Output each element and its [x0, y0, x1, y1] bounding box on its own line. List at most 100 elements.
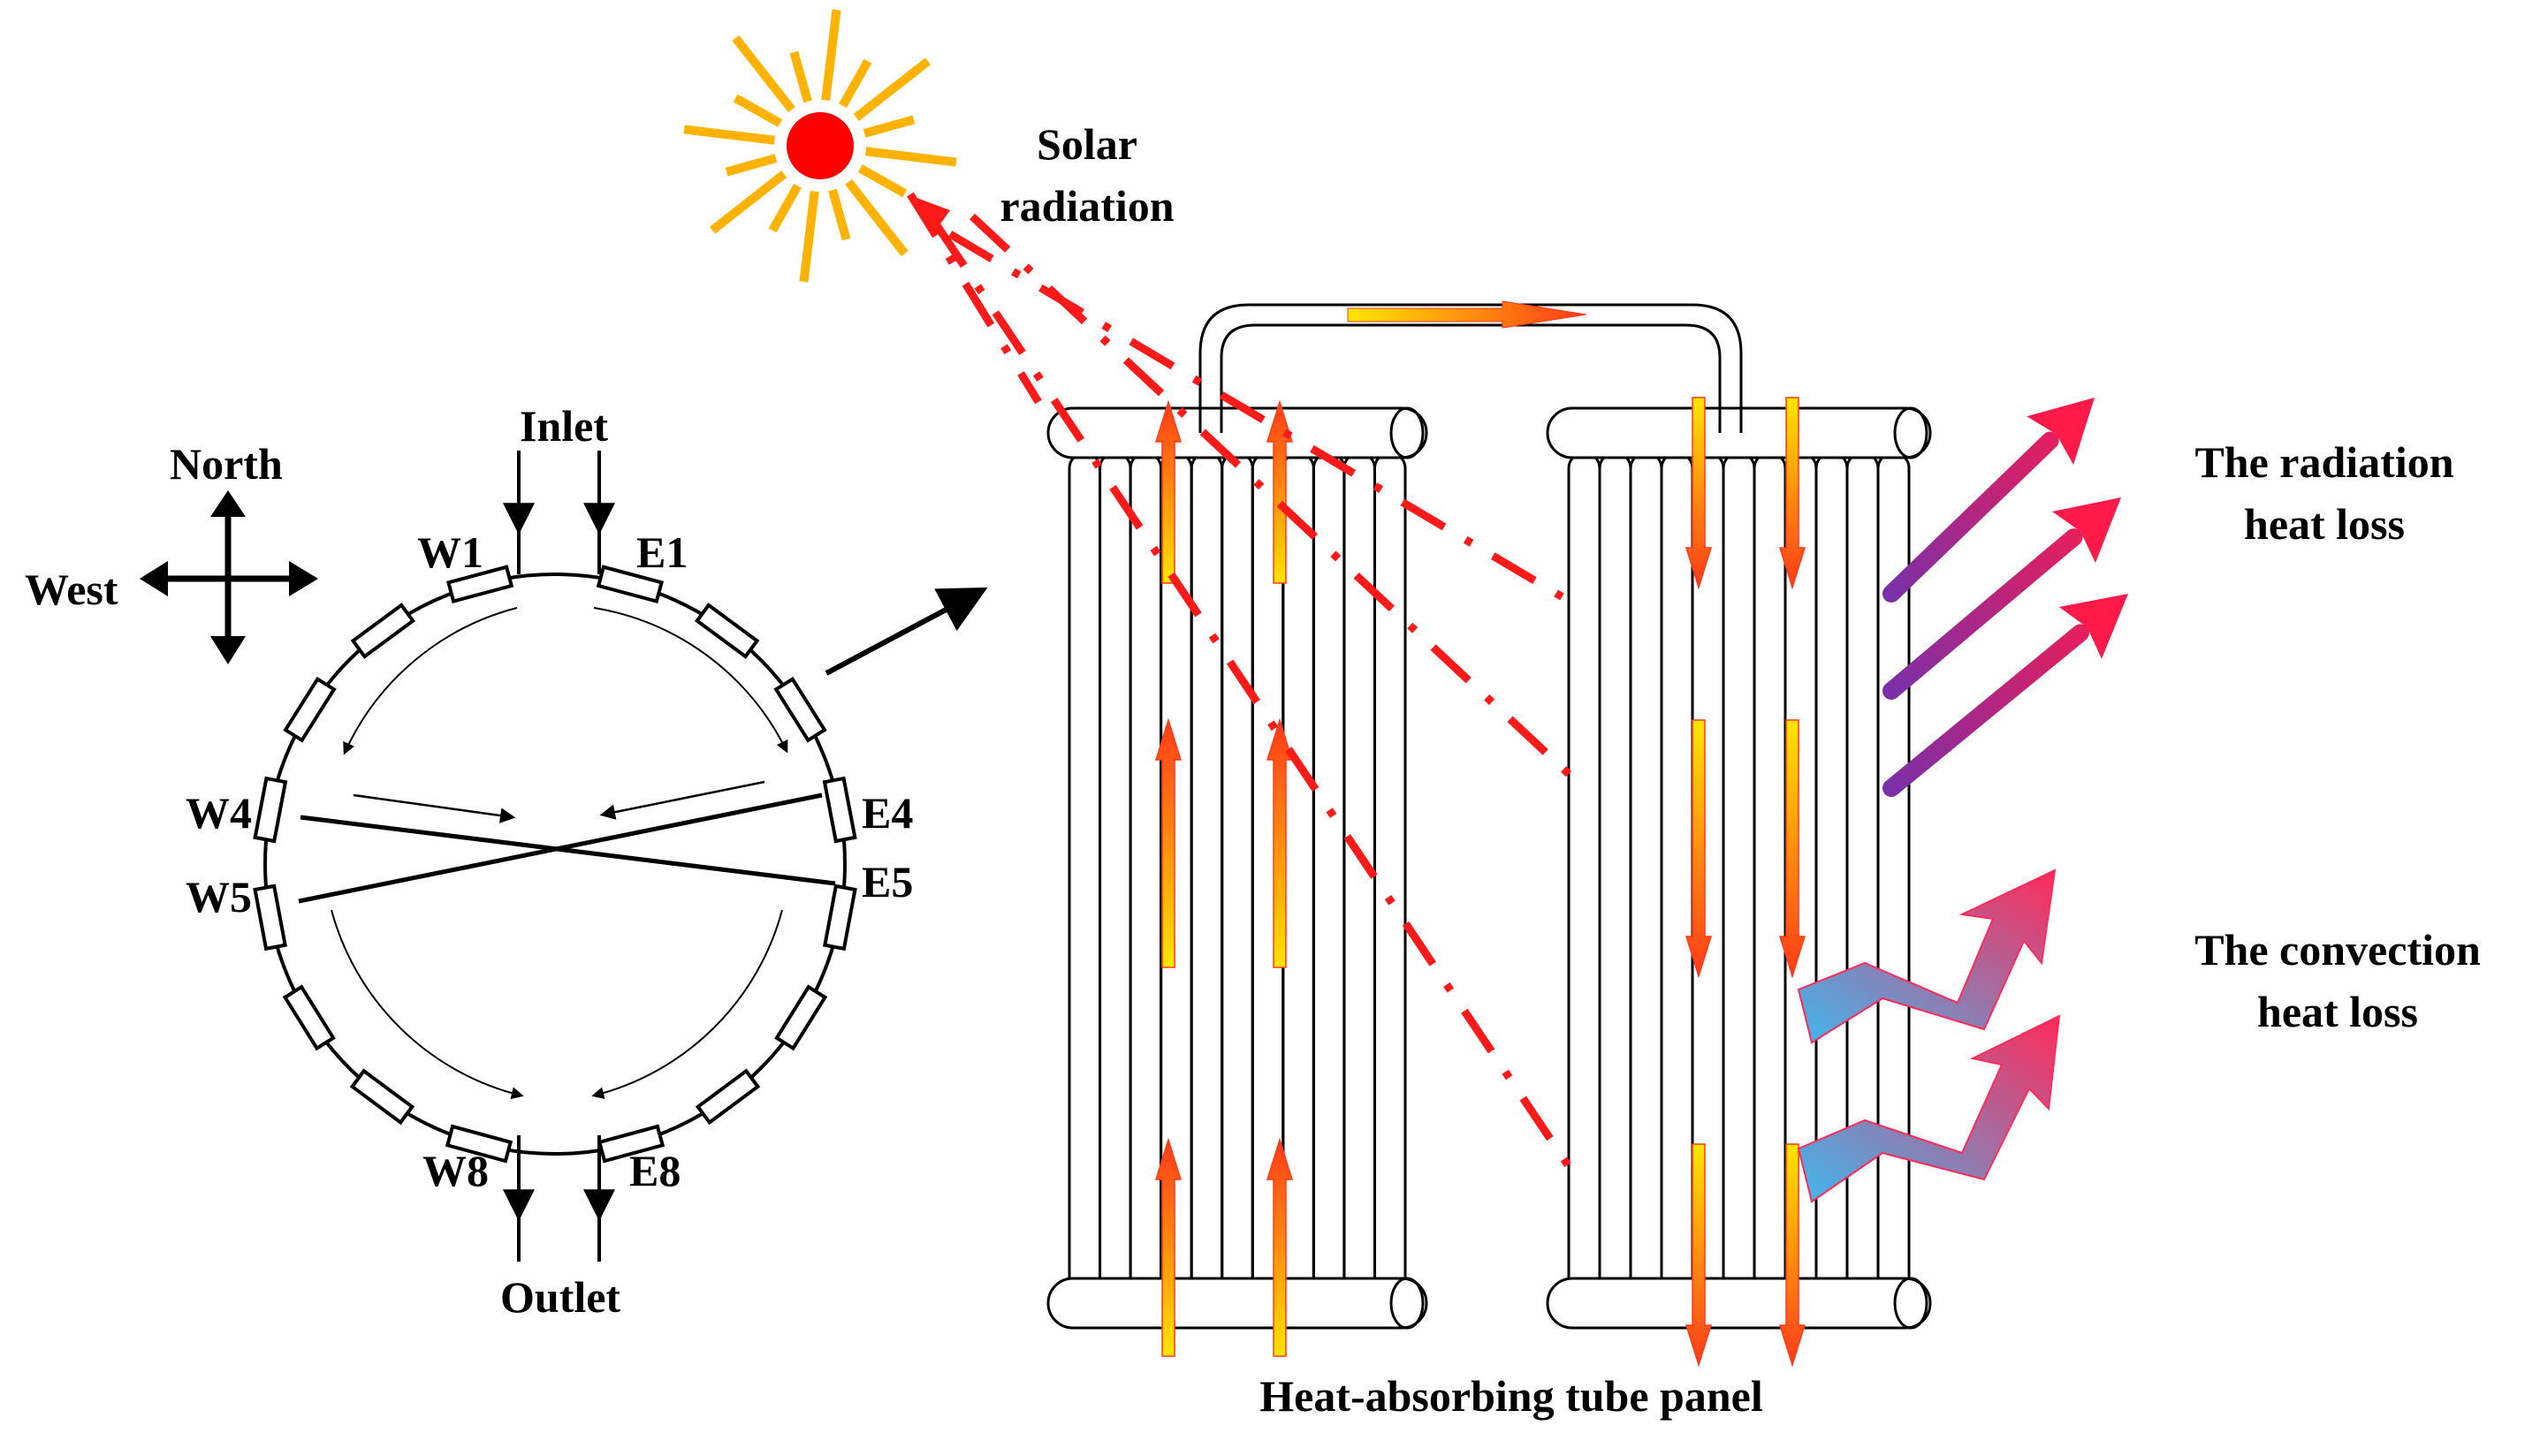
- solar-radiation-line1: Solar: [1037, 119, 1137, 169]
- flow-up-arrow: [1266, 399, 1294, 584]
- inlet-label: Inlet: [520, 401, 608, 451]
- header-pipe: [1046, 406, 1428, 459]
- radiation-loss-arrow: [1882, 431, 2059, 603]
- flow-down-arrow: [1778, 397, 1806, 590]
- sun-ray: [799, 191, 819, 283]
- sun-ray: [768, 183, 802, 233]
- north-label: North: [170, 439, 283, 489]
- flow-up-arrow: [1154, 1137, 1183, 1357]
- sun-ray: [828, 188, 851, 241]
- flow-arrows: [1154, 397, 1806, 1368]
- sun-ray: [733, 94, 783, 127]
- flow-down-arrow: [1685, 397, 1713, 590]
- tube: [1753, 451, 1787, 1285]
- west-label: West: [25, 565, 118, 614]
- ring-panel-box: [283, 676, 337, 743]
- sun-ray: [865, 147, 957, 167]
- header-end: [1389, 406, 1425, 459]
- panel-label-e4: E4: [862, 788, 914, 838]
- ring-panel-box: [823, 883, 857, 952]
- radiation-loss-arrowhead: [2051, 497, 2121, 564]
- tube: [1629, 451, 1663, 1285]
- radiation-loss-arrows: [1882, 398, 2128, 797]
- header-end: [1893, 1277, 1928, 1330]
- radiation-loss-arrowhead: [2027, 398, 2095, 465]
- sun-ray: [709, 171, 787, 234]
- convection-loss-label: The convection heat loss: [2156, 919, 2519, 1043]
- zoom-arrow: [825, 587, 988, 676]
- radiation-loss-line1: The radiation: [2194, 437, 2454, 487]
- solar-ray-arrowhead: [912, 196, 950, 231]
- ring-panel-box: [773, 676, 827, 743]
- sun-ray: [732, 34, 795, 113]
- flow-down-arrow: [1778, 719, 1806, 979]
- tube: [1722, 451, 1756, 1285]
- sun-ray: [857, 164, 908, 198]
- tube: [1373, 451, 1407, 1285]
- outlet-arrows: [503, 1135, 615, 1262]
- ring-panel-box: [445, 565, 514, 604]
- sun-icon: [683, 9, 957, 283]
- sun-ray: [725, 154, 778, 177]
- ring-panel-box: [282, 984, 336, 1051]
- solar-rays: [907, 192, 1586, 1182]
- sun-ray: [853, 57, 932, 121]
- convection-loss-line1: The convection: [2194, 925, 2481, 974]
- flow-down-arrow: [1778, 1143, 1806, 1368]
- connecting-pipe: [1198, 303, 1743, 433]
- ring-panel-box: [349, 1068, 415, 1126]
- tube: [1598, 451, 1632, 1285]
- panel-label-e1: E1: [636, 527, 688, 577]
- panel-label-w8: W8: [422, 1146, 489, 1195]
- radiation-loss-arrowhead: [2058, 594, 2128, 659]
- radiation-loss-line2: heat loss: [2244, 499, 2405, 549]
- radiation-loss-arrow: [1882, 528, 2083, 700]
- ring-panel-box: [695, 1068, 761, 1126]
- sun-ray: [839, 58, 872, 109]
- header-pipe: [1546, 1277, 1932, 1330]
- radiation-loss-arrow: [1882, 624, 2089, 797]
- panel-label-e8: E8: [629, 1146, 681, 1195]
- convection-loss-arrows: [1797, 868, 2061, 1203]
- tube: [1312, 451, 1346, 1285]
- tube: [1068, 451, 1102, 1285]
- flow-up-arrow: [1266, 717, 1294, 968]
- flow-up-arrow: [1154, 399, 1183, 584]
- ring-panel-box: [253, 883, 287, 952]
- convection-loss-line2: heat loss: [2257, 987, 2418, 1036]
- tube: [1190, 451, 1224, 1285]
- panel-label-w1: W1: [417, 527, 483, 577]
- solar-radiation-label: Solar radiation: [990, 113, 1184, 237]
- header-end: [1893, 406, 1928, 459]
- tube: [1099, 451, 1132, 1285]
- tube: [1282, 451, 1315, 1285]
- tube: [1129, 451, 1163, 1285]
- flow-up-arrow: [1266, 1137, 1294, 1357]
- header-pipe: [1046, 1277, 1428, 1330]
- ring-panel-box: [694, 603, 760, 659]
- sun-ray: [683, 125, 775, 145]
- flow-down-arrow: [1685, 719, 1713, 979]
- sun-ray: [821, 9, 841, 101]
- tube: [1221, 451, 1254, 1285]
- pipe-flow-arrow: [1347, 300, 1587, 329]
- ring-panel-box: [253, 776, 288, 844]
- right-tube-panel: [1546, 406, 1932, 1330]
- left-tube-panel: [1046, 406, 1428, 1330]
- ring-panel-box: [774, 984, 828, 1051]
- sun-ray: [863, 115, 916, 138]
- header-pipe: [1546, 406, 1932, 459]
- sun-ray: [845, 178, 909, 257]
- solar-radiation-line2: radiation: [1000, 181, 1175, 231]
- panel-label-e5: E5: [862, 857, 914, 906]
- panel-label-w4: W4: [186, 788, 252, 838]
- flow-up-arrow: [1154, 717, 1183, 968]
- tube: [1567, 451, 1601, 1285]
- ring-panel-box: [597, 1124, 665, 1164]
- tube-panel-caption: Heat-absorbing tube panel: [1259, 1371, 1763, 1421]
- ring-panel-box: [350, 603, 416, 659]
- receiver-ring: [253, 565, 857, 1164]
- outlet-label: Outlet: [500, 1272, 621, 1322]
- sun-ray: [789, 50, 812, 103]
